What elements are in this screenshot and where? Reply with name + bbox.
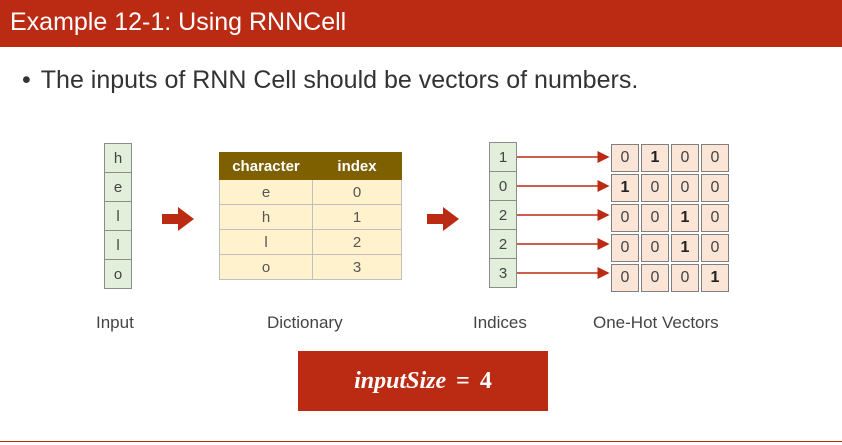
formula-value: 4: [479, 367, 492, 394]
one-hot-cell: 0: [611, 144, 639, 172]
one-hot-cell: 0: [641, 234, 669, 262]
one-hot-cell: 0: [611, 204, 639, 232]
one-hot-caption: One-Hot Vectors: [593, 313, 719, 332]
one-hot-cell: 1: [611, 174, 639, 202]
arrow-dictionary-to-indices-icon: [427, 207, 459, 231]
dictionary-table: character index e 0 h 1 l 2 o 3: [219, 152, 402, 280]
dictionary-char-cell: e: [219, 179, 313, 205]
dictionary-caption: Dictionary: [267, 313, 343, 332]
index-cell: 2: [489, 200, 517, 230]
input-cell: l: [104, 230, 132, 260]
one-hot-cell: 0: [641, 264, 669, 292]
one-hot-cell: 0: [671, 174, 699, 202]
dictionary-char-cell: h: [219, 204, 313, 230]
title-bar: Example 12-1: Using RNNCell: [0, 0, 842, 47]
input-cell: e: [104, 172, 132, 202]
bullet-dot-icon: •: [22, 66, 31, 94]
input-cell: l: [104, 201, 132, 231]
dictionary-row: l 2: [219, 229, 402, 255]
input-column: h e l l o: [104, 143, 132, 289]
dictionary-header-row: character index: [219, 152, 402, 180]
one-hot-cell: 1: [701, 264, 729, 292]
dictionary-header-character: character: [219, 152, 313, 180]
index-cell: 2: [489, 229, 517, 259]
input-caption: Input: [96, 313, 134, 332]
one-hot-cell: 0: [701, 234, 729, 262]
one-hot-cell: 0: [611, 234, 639, 262]
slide-title: Example 12-1: Using RNNCell: [10, 8, 347, 36]
bullet-text: The inputs of RNN Cell should be vectors…: [40, 66, 639, 94]
arrow-input-to-dictionary-icon: [162, 207, 194, 231]
one-hot-grid: 0 1 0 0 1 0 0 0 0 0 1 0 0 0 1 0 0 0 0 1: [610, 143, 730, 293]
one-hot-cell: 0: [641, 174, 669, 202]
dictionary-index-cell: 2: [312, 229, 402, 255]
index-cell: 3: [489, 258, 517, 288]
one-hot-cell: 0: [701, 174, 729, 202]
one-hot-cell: 1: [641, 144, 669, 172]
index-cell: 0: [489, 171, 517, 201]
dictionary-row: o 3: [219, 254, 402, 280]
one-hot-cell: 0: [641, 204, 669, 232]
dictionary-char-cell: l: [219, 229, 313, 255]
dictionary-index-cell: 0: [312, 179, 402, 205]
one-hot-cell: 0: [671, 144, 699, 172]
formula-variable: inputSize: [354, 367, 447, 394]
one-hot-cell: 0: [701, 204, 729, 232]
dictionary-index-cell: 1: [312, 204, 402, 230]
dictionary-header-index: index: [312, 152, 402, 180]
input-size-formula: inputSize = 4: [298, 351, 548, 411]
input-cell: h: [104, 143, 132, 173]
one-hot-cell: 0: [671, 264, 699, 292]
dictionary-index-cell: 3: [312, 254, 402, 280]
one-hot-cell: 0: [701, 144, 729, 172]
input-cell: o: [104, 259, 132, 289]
dictionary-char-cell: o: [219, 254, 313, 280]
one-hot-cell: 0: [611, 264, 639, 292]
dictionary-row: h 1: [219, 204, 402, 230]
one-hot-cell: 1: [671, 204, 699, 232]
one-hot-cell: 1: [671, 234, 699, 262]
indices-caption: Indices: [473, 313, 527, 332]
bullet-point: • The inputs of RNN Cell should be vector…: [22, 66, 638, 95]
formula-operator: =: [456, 367, 470, 394]
dictionary-row: e 0: [219, 179, 402, 205]
bottom-divider: [0, 441, 842, 442]
indices-column: 1 0 2 2 3: [489, 142, 517, 288]
